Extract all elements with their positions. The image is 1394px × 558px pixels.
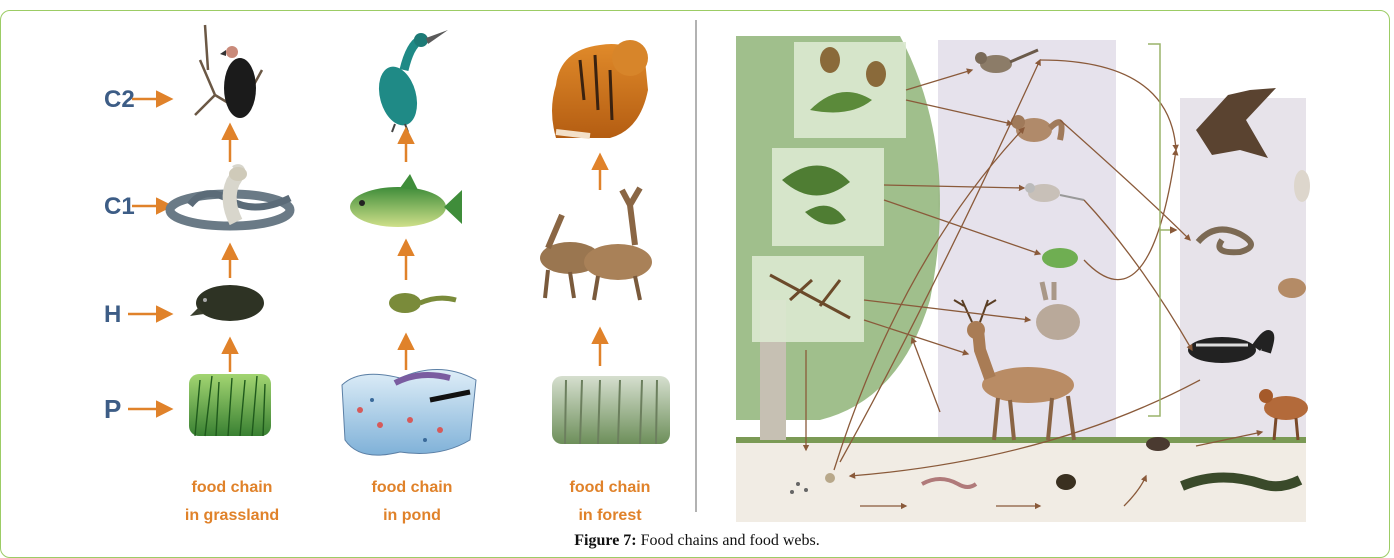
level-p: P — [104, 394, 170, 424]
twig-icon — [752, 256, 864, 342]
chain-forest: food chain in forest — [540, 40, 670, 524]
level-label: H — [104, 301, 121, 328]
tiger-icon — [552, 40, 648, 138]
acorn-icon — [866, 61, 886, 87]
food-web-panel — [734, 32, 1310, 522]
acorn-icon — [794, 42, 906, 138]
chain-label-line1: food chain — [570, 479, 651, 496]
frog-icon — [1042, 248, 1078, 268]
level-label: C1 — [104, 193, 135, 220]
caption-text: Food chains and food webs. — [637, 532, 820, 549]
food-chains-panel: C2 C1 H P — [104, 25, 670, 524]
chain-label-line2: in grassland — [185, 507, 279, 524]
caption-label: Figure 7: — [574, 532, 636, 549]
cormorant-icon — [373, 30, 448, 132]
shrew-icon — [1146, 437, 1170, 451]
chain-label-line2: in pond — [383, 507, 441, 524]
level-label: C2 — [104, 86, 135, 113]
plankton-icon — [342, 369, 476, 455]
chain-pond: food chain in pond — [342, 30, 476, 524]
grass-icon — [189, 374, 271, 436]
figure-canvas: C2 C1 H P — [0, 0, 1394, 530]
vulture-icon — [195, 25, 262, 118]
snake-icon — [170, 167, 290, 226]
level-label: P — [104, 394, 121, 424]
chain-label-line1: food chain — [372, 479, 453, 496]
owl-icon — [1294, 170, 1310, 202]
chain-label-line2: in forest — [578, 507, 642, 524]
deer-icon — [540, 188, 652, 300]
forest-icon — [552, 376, 670, 444]
level-h: H — [104, 301, 170, 328]
chain-label-line1: food chain — [192, 479, 273, 496]
tadpole-icon — [389, 293, 456, 313]
fish-icon — [350, 174, 462, 227]
level-c1: C1 — [104, 193, 170, 220]
figure-caption: Figure 7: Food chains and food webs. — [0, 532, 1394, 550]
chain-grassland: food chain in grassland — [170, 25, 290, 524]
leaf-icon — [772, 148, 884, 246]
acorn-icon — [820, 47, 840, 73]
beetle-icon — [1056, 474, 1076, 490]
level-c2: C2 — [104, 86, 170, 113]
weasel-icon — [1278, 278, 1306, 298]
mole-icon — [190, 285, 264, 321]
